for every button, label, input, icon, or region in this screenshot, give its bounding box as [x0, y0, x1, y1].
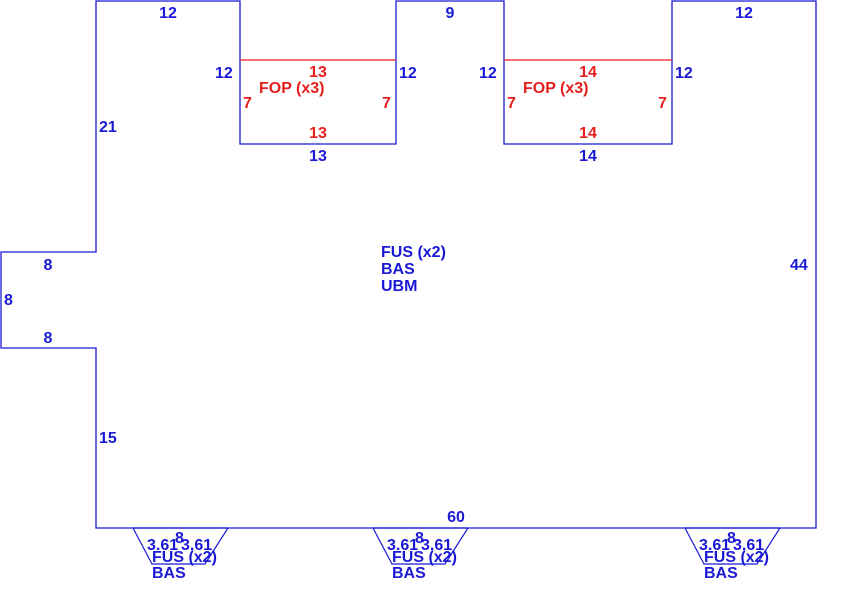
stair-dim-right: 3.61 — [733, 537, 764, 554]
stair-label-bas: BAS — [392, 565, 426, 582]
dim-left-lower: 15 — [99, 430, 117, 447]
dim-top-left: 12 — [159, 5, 177, 22]
stair-2[interactable]: 3.61 8 3.61 FUS (x2) BAS — [372, 527, 470, 582]
stair-dim-mid: 8 — [727, 530, 736, 547]
dim-right: 44 — [790, 257, 808, 274]
dim-bump-top: 8 — [44, 257, 53, 274]
dim-left-upper: 21 — [99, 119, 117, 136]
fop2-left: 7 — [507, 95, 516, 112]
dim-notch2-left: 12 — [479, 65, 497, 82]
fop2-bottom: 14 — [579, 125, 597, 142]
stair-1[interactable]: 3.61 8 3.61 FUS (x2) BAS — [132, 527, 230, 582]
dim-notch1-bottom: 13 — [309, 148, 327, 165]
stair-label-fus: FUS (x2) — [392, 549, 457, 566]
fop1-right: 7 — [382, 95, 391, 112]
fop1-top: 13 — [309, 64, 327, 81]
stair-outline — [684, 527, 782, 565]
fop2-right: 7 — [658, 95, 667, 112]
stair-3[interactable]: 3.61 8 3.61 FUS (x2) BAS — [684, 527, 782, 582]
main-outline[interactable] — [0, 0, 817, 529]
main-label-ubm: UBM — [381, 278, 417, 295]
stair-outline — [372, 527, 470, 565]
fop-area-1[interactable]: 13 FOP (x3) 7 7 13 — [243, 64, 391, 142]
stair-label-fus: FUS (x2) — [152, 549, 217, 566]
dim-bump-bottom: 8 — [44, 330, 53, 347]
stair-label-bas: BAS — [152, 565, 186, 582]
main-label-bas: BAS — [381, 261, 415, 278]
fop2-top: 14 — [579, 64, 597, 81]
stair-dim-left: 3.61 — [387, 537, 418, 554]
stair-label-fus: FUS (x2) — [704, 549, 769, 566]
stair-dim-mid: 8 — [175, 530, 184, 547]
fop1-label: FOP (x3) — [259, 80, 325, 97]
fop1-bottom: 13 — [309, 125, 327, 142]
fop-area-2[interactable]: 14 FOP (x3) 7 7 14 — [507, 64, 667, 142]
stair-outline — [132, 527, 230, 565]
stair-dim-left: 3.61 — [147, 537, 178, 554]
stair-dim-mid: 8 — [415, 530, 424, 547]
dim-notch1-right: 12 — [399, 65, 417, 82]
stair-label-bas: BAS — [704, 565, 738, 582]
stair-dim-right: 3.61 — [181, 537, 212, 554]
dim-bottom: 60 — [447, 509, 465, 526]
fop1-left: 7 — [243, 95, 252, 112]
dim-bump-side: 8 — [4, 292, 13, 309]
fop2-label: FOP (x3) — [523, 80, 589, 97]
main-label-fus: FUS (x2) — [381, 244, 446, 261]
dim-notch1-left: 12 — [215, 65, 233, 82]
dim-top-mid: 9 — [446, 5, 455, 22]
dim-notch2-right: 12 — [675, 65, 693, 82]
dim-top-right: 12 — [735, 5, 753, 22]
dim-notch2-bottom: 14 — [579, 148, 597, 165]
stair-dim-left: 3.61 — [699, 537, 730, 554]
stair-dim-right: 3.61 — [421, 537, 452, 554]
